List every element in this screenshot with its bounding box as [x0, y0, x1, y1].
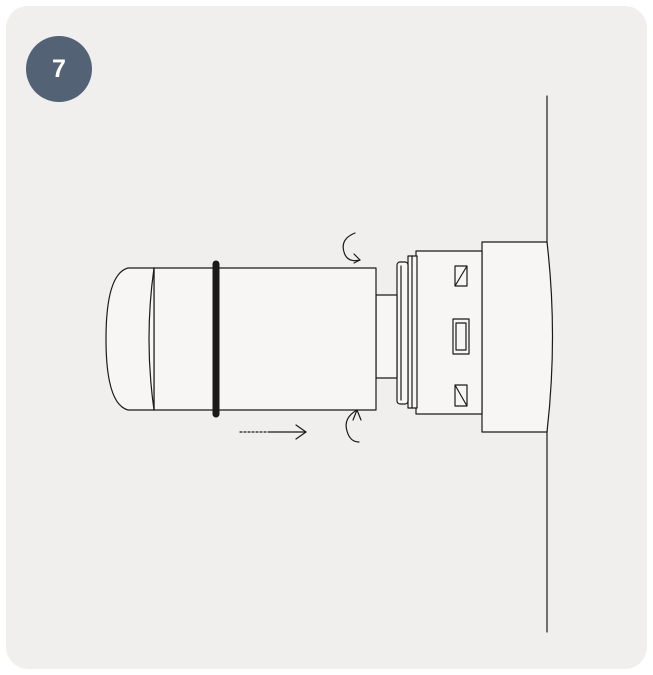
collar-slot-bottom	[454, 384, 468, 407]
threaded-collar	[396, 250, 483, 415]
instruction-card: 7	[6, 6, 647, 669]
step-number: 7	[52, 54, 66, 83]
collar-slot-top	[454, 265, 468, 287]
rotate-arrow-icon	[345, 409, 362, 443]
arrow-right-icon	[239, 424, 307, 440]
collar-slot-middle	[452, 318, 470, 355]
cartridge-installation-illustration	[105, 95, 554, 633]
rotate-arrow-icon	[342, 232, 361, 264]
connecting-stem	[375, 294, 398, 379]
wall-mount-flange	[481, 241, 554, 433]
step-number-badge: 7	[26, 36, 92, 102]
filter-cartridge	[105, 260, 377, 418]
